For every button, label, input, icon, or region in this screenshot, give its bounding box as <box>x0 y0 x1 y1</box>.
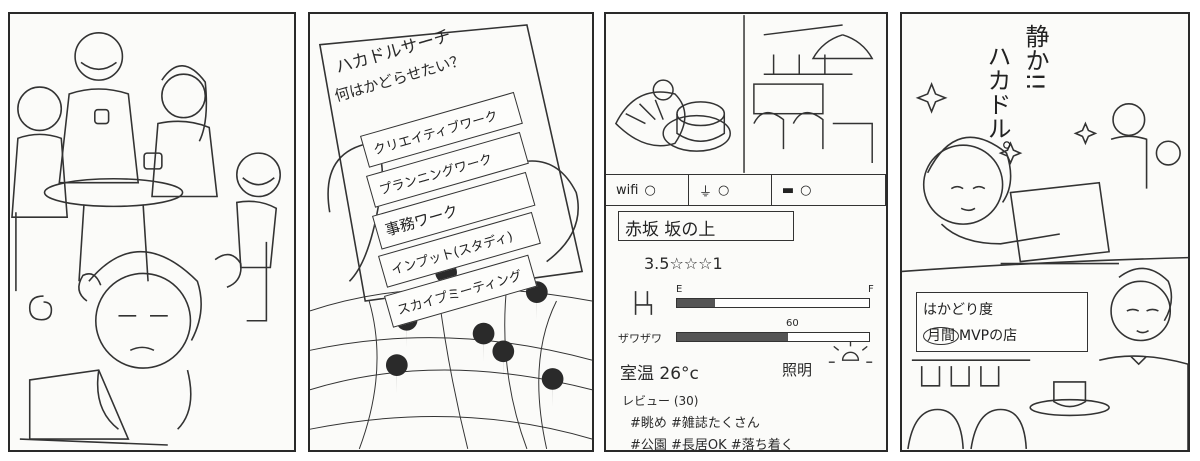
seating-value: ○ <box>800 182 812 198</box>
amenity-wifi: wifi ○ <box>606 175 689 205</box>
noise-value: 60 <box>786 318 799 329</box>
amenity-power: ⏚ ○ <box>689 175 772 205</box>
light-icon <box>828 340 873 363</box>
wifi-label: wifi <box>616 182 639 198</box>
amenities-row: wifi ○ ⏚ ○ ▬ ○ <box>606 174 886 206</box>
wifi-value: ○ <box>644 182 656 198</box>
seat-availability-bar <box>676 298 870 308</box>
tags-line-1: #眺め #雑誌たくさん <box>630 416 760 431</box>
noisy-cafe-illustration <box>11 32 281 446</box>
plug-icon: ⏚ <box>698 184 712 200</box>
lighting-label: 照明 <box>782 361 813 379</box>
tags-line-2: #公園 #長居OK #落ち着く <box>630 438 794 452</box>
seat-icon <box>634 291 653 315</box>
place-rating: 3.5☆☆☆1 <box>644 254 723 273</box>
noise-label: ザワザワ <box>618 332 662 345</box>
sign-circled-word: 月間 <box>923 327 959 345</box>
seat-availability-fill <box>677 299 716 307</box>
noise-level-bar <box>676 332 870 342</box>
power-value: ○ <box>717 182 730 198</box>
amenity-seating: ▬ ○ <box>772 175 886 205</box>
panel-cafe-info: wifi ○ ⏚ ○ ▬ ○ 赤坂 坂の上 3.5☆☆☆1 E F ザワザワ 6… <box>604 12 888 452</box>
quiet-cafe-illustration <box>902 81 1188 450</box>
cafe-photo-illustration <box>614 15 874 363</box>
place-name: 赤坂 坂の上 <box>618 211 794 241</box>
review-count[interactable]: レビュー (30) <box>622 394 699 408</box>
panel-noisy-cafe <box>8 12 296 452</box>
panel-phone-search: ハカドルサーチ 何はかどらせたい？ クリエイティブワーク プランニングワーク 事… <box>308 12 594 452</box>
seat-bar-max: F <box>868 284 874 295</box>
desk-icon: ▬ <box>781 182 795 198</box>
exclamation-hakadoru: ハカドル。 <box>983 44 1011 164</box>
seat-bar-min: E <box>676 284 683 295</box>
sign-line-2-rest: MVPの店 <box>959 328 1018 344</box>
noise-level-fill <box>677 333 789 341</box>
sign-line-1: はかどり度 <box>923 302 993 318</box>
exclamation-quiet: 静か!! <box>1021 24 1049 92</box>
room-temperature: 室温 26°c <box>620 364 699 384</box>
